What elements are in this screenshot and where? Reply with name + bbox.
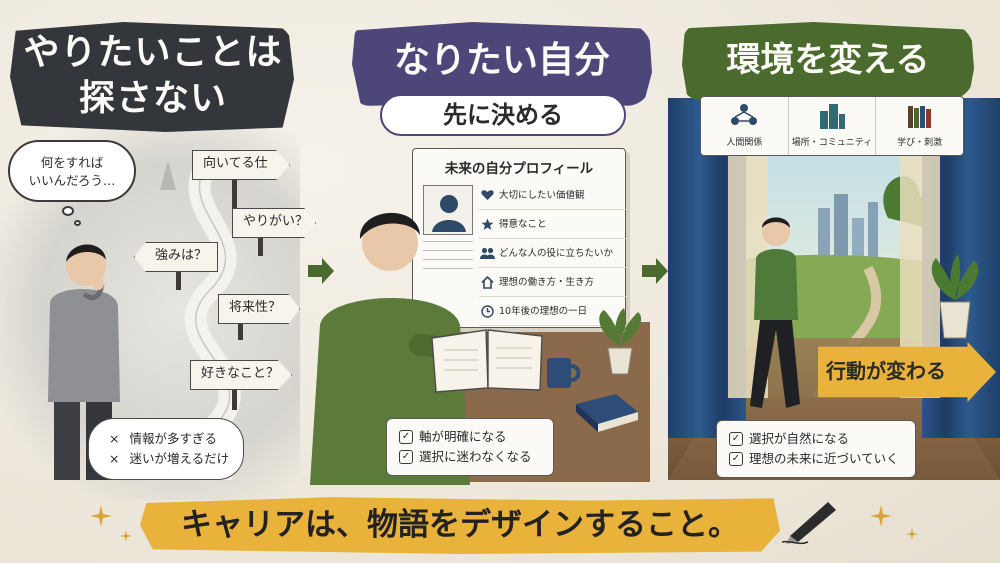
pen-icon (781, 502, 836, 545)
arrow-right-icon (308, 258, 334, 284)
note-more-confusion: 迷いが増えるだけ (129, 451, 230, 466)
profile-item: 理想の働き方・生き方 (479, 268, 629, 297)
env-item-relationships: 人間関係 (701, 97, 789, 155)
env-item-label: 人間関係 (726, 138, 763, 148)
panel1-notes: × 情報が多すぎる × 迷いが増えるだけ (88, 418, 244, 480)
profile-item: 大切にしたい価値観 (479, 181, 629, 210)
panel1-title-line1: やりたいことは (23, 32, 283, 73)
heart-icon (479, 187, 495, 203)
profile-item-label: 理想の働き方・生き方 (499, 276, 595, 288)
potted-plant (931, 254, 979, 339)
panel1-title-brush (10, 22, 294, 132)
action-label: 行動が変わる (826, 359, 946, 383)
checkbox-icon: ✓ (729, 432, 743, 446)
panel1-title-line2: 探さない (78, 78, 227, 119)
sign-future-prospects: 将来性？ (218, 294, 300, 324)
star-icon (479, 216, 495, 232)
panel2-note-row: ✓ 軸が明確になる (399, 427, 553, 447)
outdoor-scene (668, 98, 1000, 480)
people-network-icon (731, 104, 758, 125)
profile-item: どんな人の役に立ちたいか (479, 239, 629, 268)
arrow-right-icon (642, 258, 668, 284)
profile-item: 10年後の理想の一日 (479, 297, 629, 326)
sign-suited-job: 向いてる仕事？ (192, 150, 290, 180)
thought-line2: いいんだろう… (28, 173, 116, 188)
thought-dot-large (62, 206, 74, 216)
panel3-title: 環境を変える (726, 40, 930, 80)
action-arrow-banner (818, 342, 996, 402)
panel1-note-row: × 情報が多すぎる (109, 429, 243, 449)
note-approach-future: 理想の未来に近づいていく (749, 451, 899, 466)
potted-plant (599, 308, 642, 375)
sparkle-icon (90, 505, 112, 527)
env-item-learning: 学び・刺激 (876, 97, 963, 155)
sparkle-icon (906, 528, 918, 540)
env-item-label: 学び・刺激 (897, 138, 943, 148)
profile-item-label: 得意なこと (499, 218, 547, 230)
profile-item: 得意なこと (479, 210, 629, 239)
mug (547, 358, 581, 388)
profile-item-label: どんな人の役に立ちたいか (499, 247, 614, 259)
profile-card-title: 未来の自分プロフィール (444, 161, 594, 177)
note-clear-axis: 軸が明確になる (419, 429, 507, 444)
environment-items: 人間関係 場所・コミュニティ 学び・刺激 (700, 96, 964, 156)
panel2-notes: ✓ 軸が明確になる ✓ 選択に迷わなくなる (386, 418, 554, 476)
avatar-icon (432, 195, 466, 232)
sparkle-icon (870, 505, 892, 527)
sign-pole (232, 370, 237, 410)
thought-dot-small (74, 220, 81, 226)
sign-worthwhile: やりがい？ (232, 208, 316, 238)
panel1-title: やりたいことは 探さない (20, 30, 286, 122)
cross-icon: × (109, 451, 120, 466)
sign-strengths: 強みは？ (134, 242, 218, 272)
avatar-lines (423, 241, 473, 277)
env-item-label: 場所・コミュニティ (791, 138, 873, 148)
checkbox-icon: ✓ (399, 430, 413, 444)
thought-line1: 何をすれば (40, 155, 104, 170)
book (576, 394, 638, 432)
clock-icon (479, 303, 495, 319)
notebook (431, 329, 543, 393)
panel2-title-brush (352, 22, 652, 106)
panel2-note-row: ✓ 選択に迷わなくなる (399, 447, 553, 467)
books-icon (907, 106, 931, 128)
sign-pole (232, 170, 237, 210)
profile-items: 大切にしたい価値観 得意なこと どんな人の役に立ちたいか (479, 181, 629, 326)
banner-message: キャリアは、物語をデザインすること。 (181, 507, 739, 543)
people-icon (479, 245, 495, 261)
panel3-title-brush (682, 22, 974, 100)
sign-likes: 好きなこと？ (190, 360, 292, 390)
checkbox-icon: ✓ (729, 452, 743, 466)
cross-icon: × (109, 431, 120, 446)
checkbox-icon: ✓ (399, 450, 413, 464)
buildings-icon (820, 104, 845, 129)
profile-item-label: 大切にしたい価値観 (499, 189, 585, 201)
sparkle-icon (120, 530, 132, 542)
note-no-hesitation: 選択に迷わなくなる (419, 449, 532, 464)
bottom-banner (140, 497, 780, 554)
panel3-notes: ✓ 選択が自然になる ✓ 理想の未来に近づいていく (716, 420, 916, 478)
panel3-note-row: ✓ 選択が自然になる (729, 429, 915, 449)
future-profile-card: 未来の自分プロフィール 大切にしたい価値観 (412, 148, 629, 328)
panel3-note-row: ✓ 理想の未来に近づいていく (729, 449, 915, 469)
note-natural-choices: 選択が自然になる (749, 431, 850, 446)
panel1-note-row: × 迷いが増えるだけ (109, 449, 243, 469)
house-icon (479, 274, 495, 290)
avatar-placeholder (423, 185, 473, 235)
thought-bubble: 何をすれば いいんだろう… (8, 140, 136, 202)
profile-item-label: 10年後の理想の一日 (499, 305, 588, 317)
person-walking-illustration (750, 217, 800, 408)
panel2-title: なりたい自分 (393, 40, 610, 81)
env-item-place-community: 場所・コミュニティ (789, 97, 877, 155)
panel2-subtitle: 先に決める (380, 94, 626, 136)
note-too-much-info: 情報が多すぎる (129, 431, 217, 446)
